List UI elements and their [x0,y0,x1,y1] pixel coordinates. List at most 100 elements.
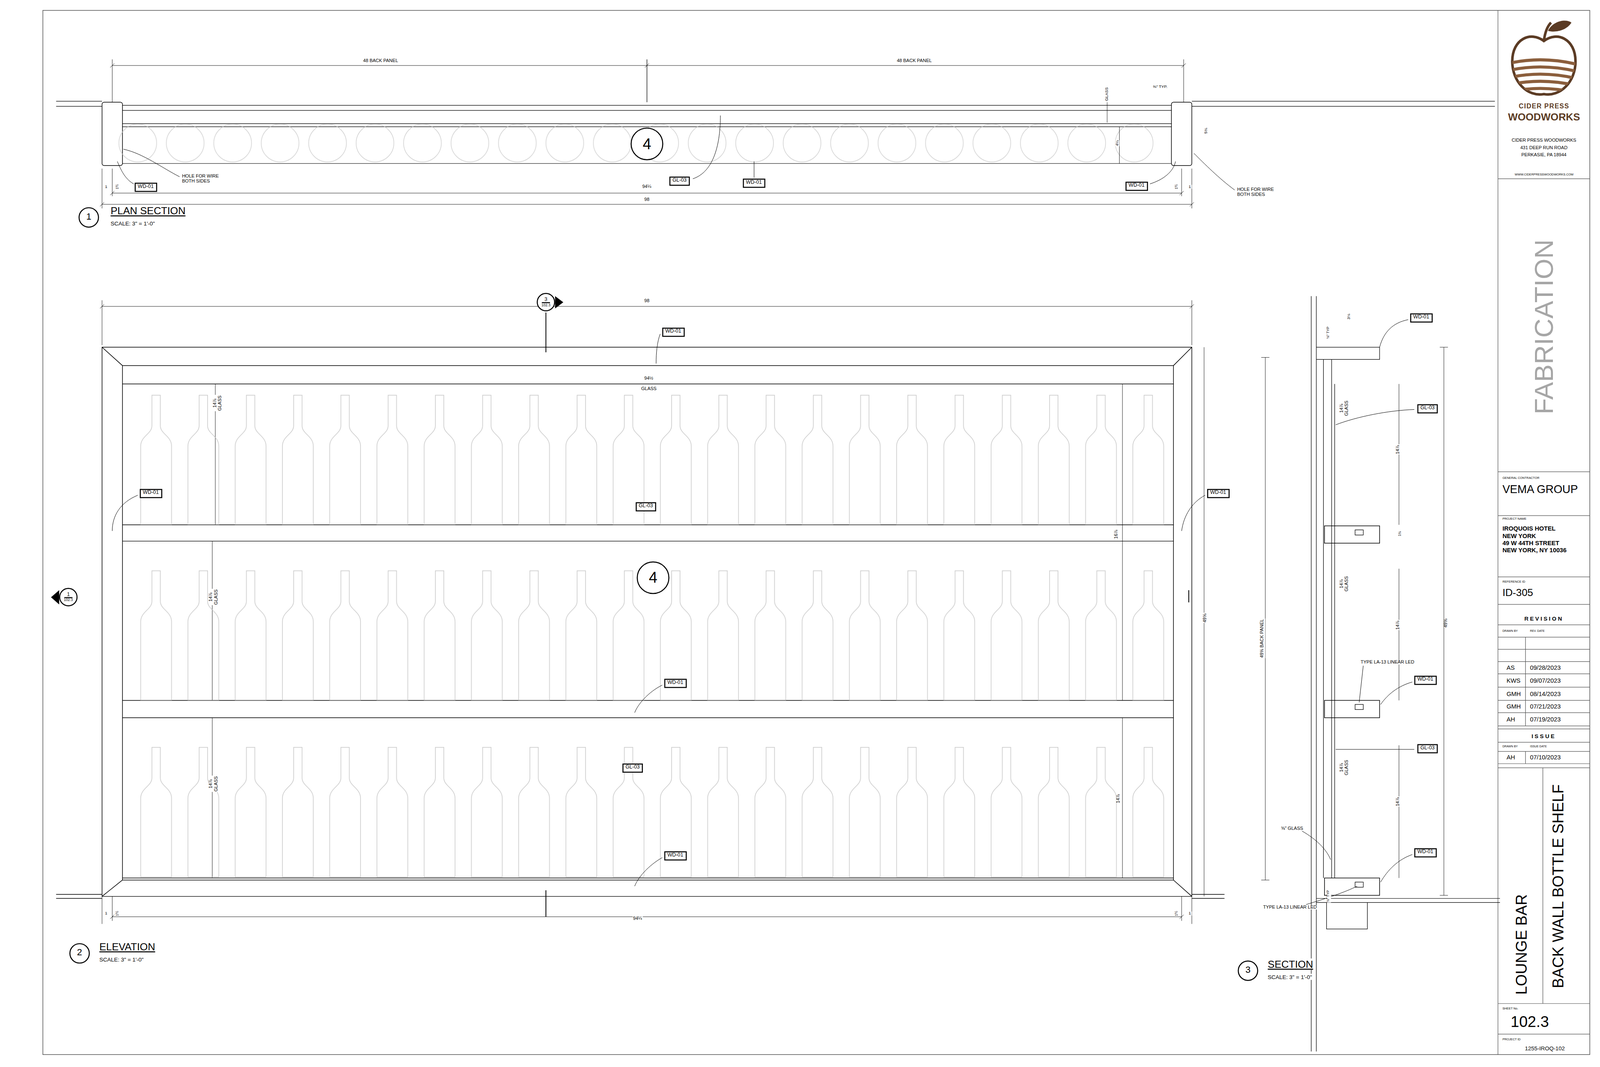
label-text: CIDER PRESS WOODWORKS [1511,138,1577,144]
elevation-frame [56,347,1225,898]
label-text: ⅝" GLASS [1280,825,1304,831]
material-tag: WD-01 [664,677,687,688]
view-number: 1 [78,207,100,228]
plan-dimensions [100,59,1194,209]
section-dimensions [1261,347,1448,895]
label-text: AH [1506,715,1516,723]
label-text: 07/10/2023 [1529,753,1561,761]
plan-bottles [114,122,1158,164]
label-text: SECTION [1267,957,1314,969]
node-text: WD-01 [665,328,682,335]
marker-pointer [50,590,60,605]
material-tag: WD-01 [1414,847,1437,857]
label-text: TYPE LA-13 LINEAR LED [1262,904,1318,910]
label-text: 98 [643,197,650,203]
node-text: GL-03 [1420,405,1435,411]
section-marker: 1102.3 [59,587,78,607]
label-text: 94¼ [632,915,643,921]
node-text: 1 [86,212,92,223]
node-text: WD-01 [142,490,159,496]
dimension-text: 49⅝ BACK PANEL [1259,617,1265,658]
label-text: PROJECT ID [1502,1037,1521,1041]
label-text: 1 [104,184,108,190]
material-tag: GL-03 [1417,743,1438,753]
label-text: CIDER PRESS [1518,101,1570,109]
material-tag: WD-01 [134,182,157,192]
dimension-text: 5¾ [1204,127,1209,135]
label-text: WWW.CIDERPRESSWOODWORKS.COM [1514,172,1574,177]
dimension-text: 1½ [116,183,120,190]
material-tag: GL-03 [622,762,643,773]
label-text: 07/19/2023 [1529,715,1561,723]
label-text: 1 [104,911,108,916]
node-text: WD-01 [667,680,684,686]
label-text: GLASS [640,386,658,392]
label-text: 1255-IROQ-102 [1524,1045,1566,1052]
dimension-text: 1¾ [1398,530,1403,537]
label-text: REV. DATE [1529,629,1545,633]
led-symbol [1355,529,1364,887]
label-text: 07/21/2023 [1529,702,1561,710]
dimension-text: 14⅞ GLASS [1339,759,1350,776]
label-text: VEMA GROUP [1502,482,1579,495]
label-text: TYPE LA-13 LINEAR LED [1360,659,1415,665]
bottle-row [132,745,1173,878]
section-shelf [1324,700,1380,718]
node-text: GL-03 [638,503,653,509]
dimension-text: 14⅞ [1396,619,1402,630]
label-text: 94½ [643,375,654,381]
node-text: WD-01 [1413,314,1430,320]
node-text: 1 [67,591,70,597]
node-subtext: 102.3 [541,302,550,308]
node-text: GL-03 [625,764,640,770]
dimension-text: 14⅞ [1116,792,1122,803]
dimension-text: GLASS [1105,86,1110,102]
label-text: DRAWN BY [1502,744,1519,748]
marker-pointer [555,296,564,309]
logo-stripes [1508,60,1582,95]
node-text: WD-01 [745,180,762,186]
label-text: HOLE FOR WIRE BOTH SIDES [181,174,226,185]
node-text: 2 [77,947,83,958]
material-tag: WD-01 [1125,181,1148,191]
material-tag: GL-03 [669,175,690,185]
material-tag: WD-01 [664,850,687,860]
dimension-text: 49⅝ [1203,612,1209,623]
label-text: 1 [1188,911,1192,916]
node-text: WD-01 [1417,849,1434,855]
node-text: 4 [642,135,651,153]
section-wall [1311,296,1500,1052]
label-text: GMH [1506,702,1522,710]
dimension-text: 14⅞ GLASS [1339,400,1350,417]
label-text: ISSUE [1531,732,1557,739]
label-text: ISSUE DATE [1529,744,1548,748]
material-tag: WD-01 [1207,488,1230,498]
label-text: KWS [1506,677,1521,684]
elevation-dimensions [100,300,1205,924]
label-text: SHEET No. [1502,1006,1519,1010]
label-text: 48 BACK PANEL [362,58,399,64]
label-text: 94¼ [641,184,652,190]
label-text: 431 DEEP RUN ROAD [1520,145,1568,151]
dimension-text: 16⅞ [1114,528,1120,539]
section-marker: 3102.3 [536,292,555,312]
label-text: GMH [1506,690,1522,698]
label-text: AS [1506,663,1516,671]
dimension-text: 14⅞ [1396,796,1402,806]
node-text: WD-01 [667,852,684,858]
dimension-text: 14⅞ [1396,444,1402,454]
dimension-text: 1½ [116,910,120,917]
bottle-row [132,392,1173,525]
material-tag: WD-01 [1414,675,1437,685]
node-text: WD-01 [1210,490,1227,496]
label-text: ID-305 [1502,586,1534,598]
section-shelf [1324,525,1380,544]
plan-side-right [1171,102,1192,166]
material-tag: WD-01 [140,488,163,498]
label-text: SCALE: 3" = 1'-0" [99,956,145,963]
node-text: WD-01 [137,184,154,190]
label-text: PERKASIE, PA 18944 [1520,152,1567,158]
dimension-text: 49⅝ [1444,617,1450,628]
